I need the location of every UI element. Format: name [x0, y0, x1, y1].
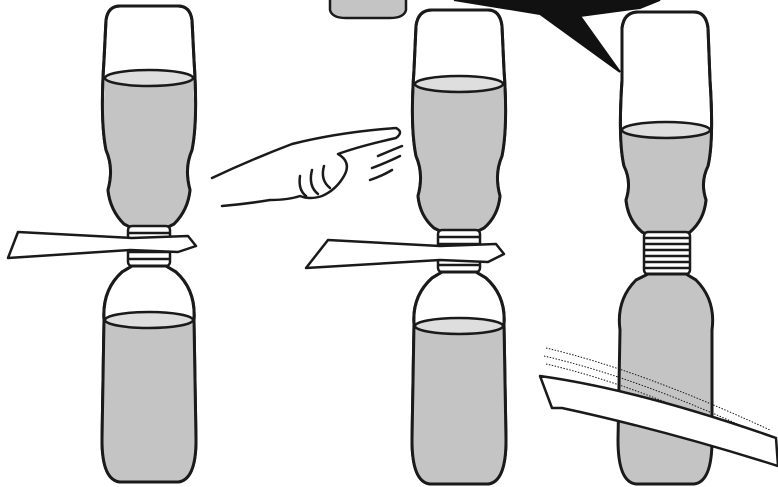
top-bottle-water [102, 74, 195, 228]
panel-1 [8, 6, 196, 482]
top-bottle [620, 12, 711, 236]
top-bottle [412, 10, 505, 232]
top-bottle [102, 6, 195, 228]
top-bottle-water-surface [105, 70, 193, 86]
motion-line-1 [378, 146, 402, 156]
partial-bottle-top [330, 0, 406, 18]
panel-3 [540, 12, 778, 484]
flicking-hand [212, 128, 402, 206]
top-bottle-water [412, 80, 505, 232]
bottom-bottle [618, 274, 713, 484]
top-bottle-water-surface [622, 122, 710, 138]
bottom-bottle-water-surface [415, 318, 503, 334]
bottom-bottle [102, 266, 196, 482]
top-bottle-water [620, 126, 711, 236]
bottom-bottle-water [102, 316, 196, 482]
top-bottle-water-surface [415, 76, 503, 92]
bottom-bottle-water-surface [105, 312, 193, 328]
bottom-bottle-water [412, 322, 506, 484]
motion-line-2 [372, 156, 400, 168]
panel-2 [306, 10, 506, 484]
neck-threads [644, 232, 690, 274]
motion-line-3 [370, 170, 392, 180]
bottom-bottle [412, 272, 506, 484]
bottom-bottle-body [618, 274, 713, 484]
